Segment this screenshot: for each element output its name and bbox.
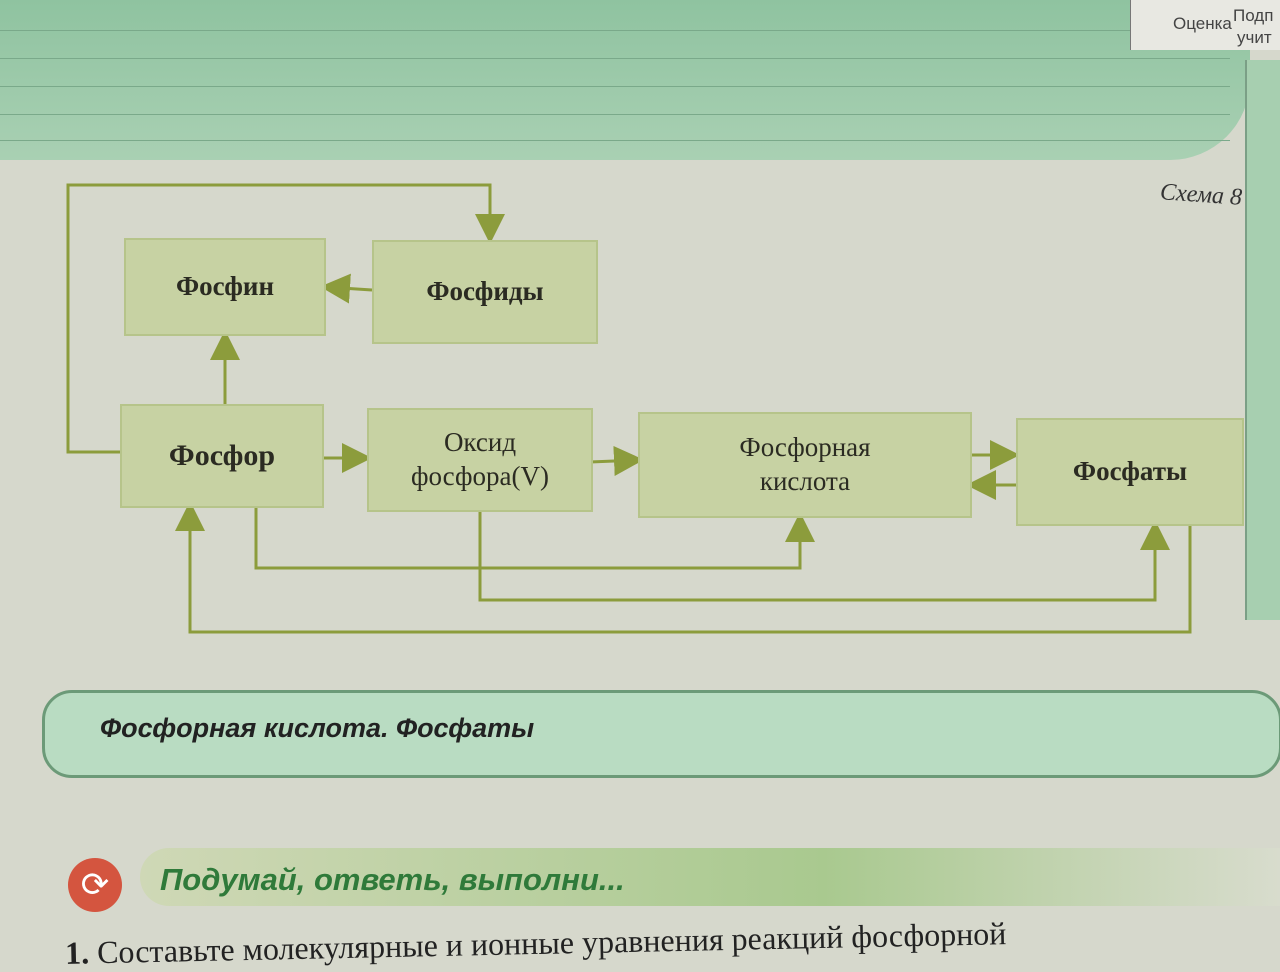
next-page-edge [1245, 60, 1280, 620]
refresh-icon: ⟳ [68, 858, 122, 912]
arrow-oxide-acid [589, 446, 644, 476]
section-title: Фосфорная кислота. Фосфаты [100, 713, 535, 743]
node-label: Фосфаты [1072, 456, 1188, 487]
green-ruled-page [0, 0, 1250, 160]
arrow-phosphorus-acid [254, 505, 815, 570]
node-phosphorus: Фосфор [120, 404, 324, 508]
arrow-phosphides-phosphine [320, 273, 373, 304]
node-label: Оксид [443, 427, 517, 458]
node-phosphine: Фосфин [124, 238, 326, 336]
node-phosphides: Фосфиды [372, 240, 598, 344]
node-label: Фосфорная [739, 432, 871, 463]
think-title: Подумай, ответь, выполни... [160, 862, 625, 897]
arrow-phosphorus-phosphides [66, 183, 505, 454]
teacher-header-1: Подп [1233, 6, 1274, 25]
node-phosphorus-oxide: Оксид фосфора(V) [367, 408, 593, 512]
arrow-oxide-phosphates [478, 510, 1170, 602]
arrow-phosphates-phosphorus [175, 501, 1192, 634]
grade-table: Оценка Подп учит [1130, 0, 1280, 50]
node-label: кислота [759, 466, 851, 496]
node-label: Фосфин [175, 271, 275, 302]
node-phosphates: Фосфаты [1016, 418, 1244, 526]
teacher-header-2: учит [1237, 28, 1272, 47]
section-banner: Фосфорная кислота. Фосфаты [42, 690, 1280, 778]
node-label: фосфора(V) [411, 461, 549, 491]
task-number: 1. [64, 934, 90, 971]
node-phosphoric-acid: Фосфорная кислота [638, 412, 972, 518]
grade-header: Оценка [1173, 14, 1232, 33]
node-label: Фосфиды [426, 276, 544, 307]
think-header-bar [140, 848, 1280, 906]
node-label: Фосфор [168, 439, 276, 473]
